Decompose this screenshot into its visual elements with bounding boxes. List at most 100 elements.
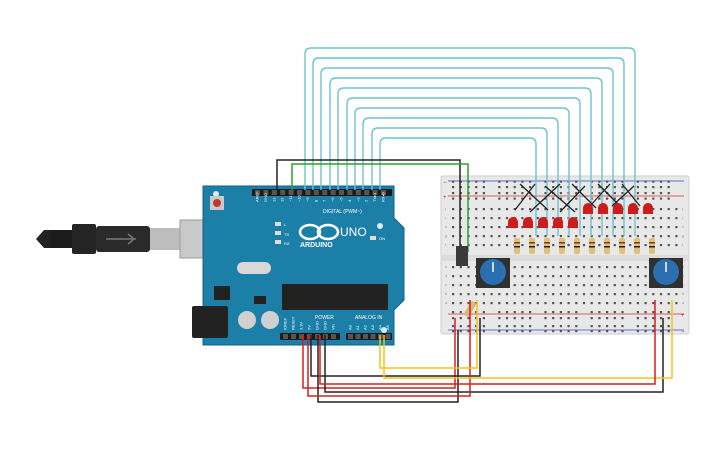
rail-hole bbox=[621, 192, 624, 195]
power-pin-label: Vin bbox=[331, 324, 336, 330]
power-pin[interactable] bbox=[299, 334, 304, 339]
breadboard-hole bbox=[513, 293, 516, 296]
digital-pin[interactable] bbox=[288, 190, 294, 195]
breadboard-hole bbox=[606, 275, 609, 278]
digital-pin[interactable] bbox=[297, 190, 302, 195]
breadboard-hole bbox=[667, 293, 670, 296]
rail-hole bbox=[659, 197, 663, 200]
digital-pin[interactable] bbox=[381, 190, 386, 195]
digital-pin[interactable] bbox=[322, 190, 328, 195]
digital-pin[interactable] bbox=[330, 190, 336, 195]
breadboard-hole bbox=[582, 293, 586, 296]
analog-pin[interactable] bbox=[363, 334, 368, 339]
rail-hole bbox=[452, 192, 455, 195]
breadboard-hole bbox=[629, 244, 632, 247]
digital-pin[interactable] bbox=[347, 190, 353, 195]
digital-pin-label: ~3 bbox=[355, 197, 360, 202]
breadboard-hole bbox=[459, 284, 462, 287]
breadboard-hole bbox=[629, 293, 632, 296]
rail-hole bbox=[636, 192, 639, 195]
breadboard-hole bbox=[536, 266, 539, 269]
power-pin[interactable] bbox=[307, 334, 312, 339]
breadboard-hole bbox=[629, 302, 632, 305]
rail-hole bbox=[513, 330, 516, 333]
analog-pin[interactable] bbox=[348, 334, 353, 339]
breadboard-hole bbox=[552, 284, 555, 287]
arduino-uno-board[interactable]: ARDUINO UNO DIGITAL (PWM~) POWER ANALOG … bbox=[192, 185, 405, 346]
row-letter: i bbox=[445, 215, 446, 220]
breadboard-hole bbox=[536, 284, 539, 287]
power-pin[interactable] bbox=[331, 334, 336, 339]
rail-hole bbox=[598, 192, 601, 195]
rail-hole bbox=[644, 180, 647, 183]
digital-pin[interactable] bbox=[255, 190, 260, 195]
rail-hole bbox=[652, 311, 655, 314]
rail-hole bbox=[521, 325, 524, 328]
digital-pin[interactable] bbox=[263, 190, 269, 195]
rail-hole bbox=[475, 197, 478, 200]
digital-pin-label: ~11 bbox=[288, 195, 293, 202]
breadboard-hole bbox=[652, 226, 655, 229]
power-header-label: POWER bbox=[315, 315, 334, 321]
digital-pin[interactable] bbox=[305, 190, 311, 195]
rail-hole bbox=[575, 317, 578, 320]
breadboard-hole bbox=[582, 226, 586, 229]
rail-hole bbox=[498, 197, 501, 200]
breadboard-hole bbox=[644, 302, 647, 305]
breadboard-hole bbox=[498, 208, 501, 211]
rail-hole bbox=[505, 317, 509, 320]
breadboard-hole bbox=[636, 275, 639, 278]
breadboard-hole bbox=[521, 284, 524, 287]
digital-pin-label: ~9 bbox=[305, 197, 310, 202]
breadboard-hole bbox=[606, 284, 609, 287]
power-pin[interactable] bbox=[283, 334, 288, 339]
analog-pin-label: A5 bbox=[385, 324, 390, 330]
analog-pin[interactable] bbox=[355, 334, 361, 339]
breadboard-hole bbox=[475, 217, 478, 220]
power-pin[interactable] bbox=[291, 334, 296, 339]
digital-pin[interactable] bbox=[271, 190, 277, 195]
breadboard-hole bbox=[467, 302, 470, 305]
slide-switch[interactable] bbox=[456, 246, 468, 266]
rail-hole bbox=[567, 330, 570, 333]
breadboard-hole bbox=[521, 208, 524, 211]
rail-hole bbox=[482, 186, 485, 189]
resistor-band bbox=[649, 242, 655, 244]
digital-pin[interactable] bbox=[372, 190, 378, 195]
rail-hole bbox=[505, 186, 509, 189]
breadboard-hole bbox=[667, 208, 670, 211]
digital-pin[interactable] bbox=[364, 190, 370, 195]
resistor-band bbox=[589, 246, 595, 248]
breadboard-hole bbox=[459, 275, 462, 278]
row-letter: i bbox=[682, 215, 683, 220]
led-ground-jumpers bbox=[514, 183, 641, 213]
rail-hole bbox=[559, 330, 562, 333]
digital-pin[interactable] bbox=[339, 190, 344, 195]
digital-pin[interactable] bbox=[355, 190, 361, 195]
analog-pin-label: A0 bbox=[348, 324, 353, 330]
usb-cable[interactable] bbox=[36, 224, 180, 254]
breadboard-hole bbox=[644, 293, 647, 296]
analog-pin[interactable] bbox=[370, 334, 376, 339]
breadboard-hole bbox=[675, 217, 678, 220]
rail-hole bbox=[575, 325, 578, 328]
digital-pin[interactable] bbox=[313, 190, 319, 195]
rail-hole bbox=[552, 186, 555, 189]
rail-hole bbox=[606, 330, 609, 333]
breadboard-hole bbox=[606, 217, 609, 220]
potentiometer-right[interactable] bbox=[649, 258, 683, 288]
rail-hole bbox=[498, 186, 501, 189]
rail-hole bbox=[498, 317, 501, 320]
rail-hole bbox=[467, 317, 470, 320]
rail-hole bbox=[475, 180, 478, 183]
digital-pin[interactable] bbox=[280, 190, 286, 195]
potentiometer-left[interactable] bbox=[476, 258, 510, 288]
rail-hole bbox=[621, 325, 624, 328]
resistor-band bbox=[634, 246, 640, 248]
analog-pin-label: A2 bbox=[363, 324, 368, 330]
breadboard-hole bbox=[467, 284, 470, 287]
row-letter: a bbox=[445, 300, 448, 305]
breadboard-hole bbox=[490, 208, 493, 211]
analog-pin[interactable] bbox=[385, 334, 391, 339]
breadboard: + − + − bbox=[440, 175, 690, 335]
